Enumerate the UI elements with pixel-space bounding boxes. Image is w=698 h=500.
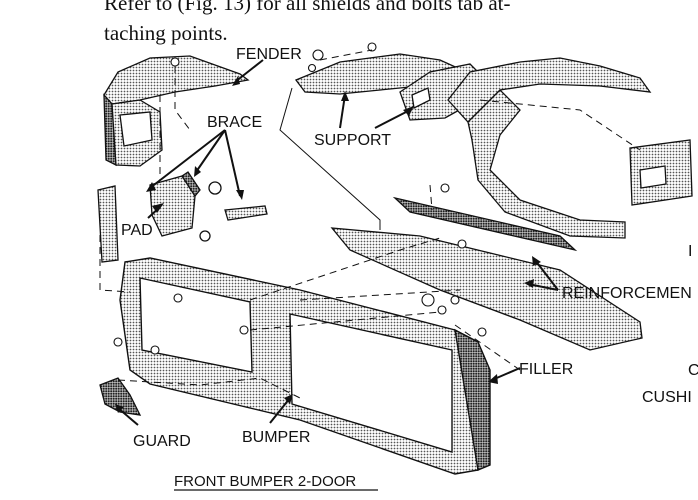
assembly-lines (99, 49, 641, 399)
fender-part (103, 55, 250, 167)
label-reinforcement: REINFORCEMEN (562, 285, 692, 302)
sheet-metal-part (447, 57, 693, 239)
brace-pad-part (97, 171, 268, 263)
label-cushion: CUSHI (642, 389, 692, 406)
instruction-text: Refer to (Fig. 13) for all shields and b… (104, 0, 511, 48)
label-filler: FILLER (519, 361, 573, 378)
label-brace: BRACE (207, 114, 262, 131)
arrow-heads (115, 76, 541, 413)
label-guard: GUARD (133, 433, 191, 450)
guard-part (99, 377, 142, 416)
figure-caption: FRONT BUMPER 2-DOOR (174, 473, 356, 490)
label-pad: PAD (121, 222, 153, 239)
support-part (294, 53, 483, 121)
bolts-and-nuts (113, 42, 487, 355)
instruction-line-2: taching points. (104, 21, 228, 45)
label-bumper: BUMPER (242, 429, 310, 446)
leader-line-support-to-bumper (279, 87, 381, 230)
bumper-part (119, 257, 491, 475)
leader-arrows (117, 59, 559, 426)
instruction-line-1: Refer to (Fig. 13) for all shields and b… (104, 0, 511, 15)
label-support: SUPPORT (314, 132, 391, 149)
reinforcement-part (330, 196, 643, 351)
label-edge-i: I (688, 243, 692, 260)
label-edge-c: C (688, 362, 698, 379)
label-fender: FENDER (236, 46, 302, 63)
